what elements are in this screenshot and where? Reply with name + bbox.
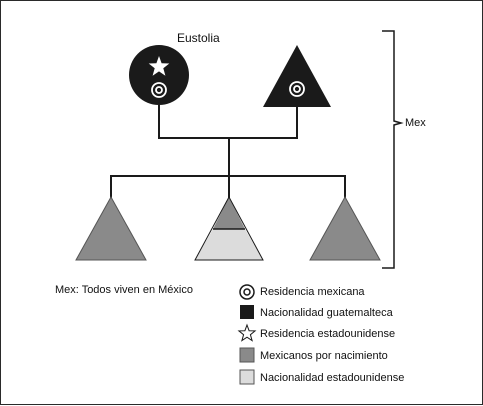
star-icon — [148, 56, 170, 76]
legend-label-mexicanos-por-nacimiento: Mexicanos por nacimiento — [260, 350, 388, 362]
child-2-triangle — [194, 195, 264, 261]
legend-label-nacionalidad-guatemalteca: Nacionalidad guatemalteca — [260, 307, 393, 319]
legend-label-residencia-mexicana: Residencia mexicana — [260, 286, 365, 298]
light-gray-square-icon — [239, 369, 255, 385]
father-triangle — [263, 45, 331, 107]
star-outline-icon — [237, 323, 257, 342]
family-lines — [110, 105, 346, 199]
legend-label-residencia-estadounidense: Residencia estadounidense — [260, 328, 396, 340]
note-text: Mex: Todos viven en México — [55, 284, 193, 296]
black-square-icon — [240, 305, 254, 319]
double-circle-icon — [151, 82, 167, 98]
double-circle-icon — [239, 284, 255, 300]
eustolia-label: Eustolia — [177, 31, 220, 45]
gray-square-icon — [239, 347, 255, 363]
child-1-triangle — [75, 195, 147, 261]
mex-bracket — [382, 30, 404, 269]
legend-label-nacionalidad-estadounidense: Nacionalidad estadounidense — [260, 372, 405, 384]
double-circle-icon — [289, 81, 305, 97]
eustolia-circle — [129, 45, 189, 105]
child-3-triangle — [309, 195, 381, 261]
bracket-label: Mex — [405, 117, 426, 129]
